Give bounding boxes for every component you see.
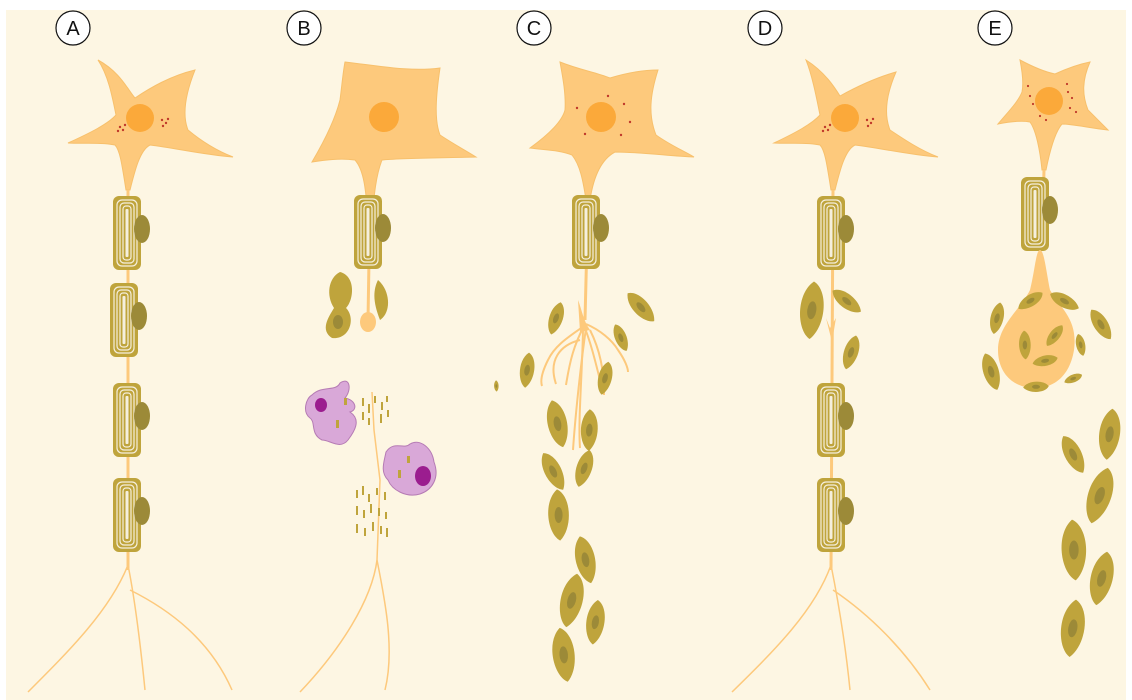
nucleus	[831, 104, 859, 132]
retraction-bulb	[360, 312, 376, 332]
panel-b-label: B	[297, 18, 310, 40]
panel-d-label: D	[758, 18, 772, 40]
panel-e-label: E	[988, 18, 1001, 40]
nucleus	[126, 104, 154, 132]
nucleus	[586, 102, 616, 132]
nucleus	[369, 102, 399, 132]
panel-c-label: C	[527, 18, 541, 40]
nucleus	[1035, 87, 1063, 115]
panel-a-label: A	[66, 18, 80, 40]
